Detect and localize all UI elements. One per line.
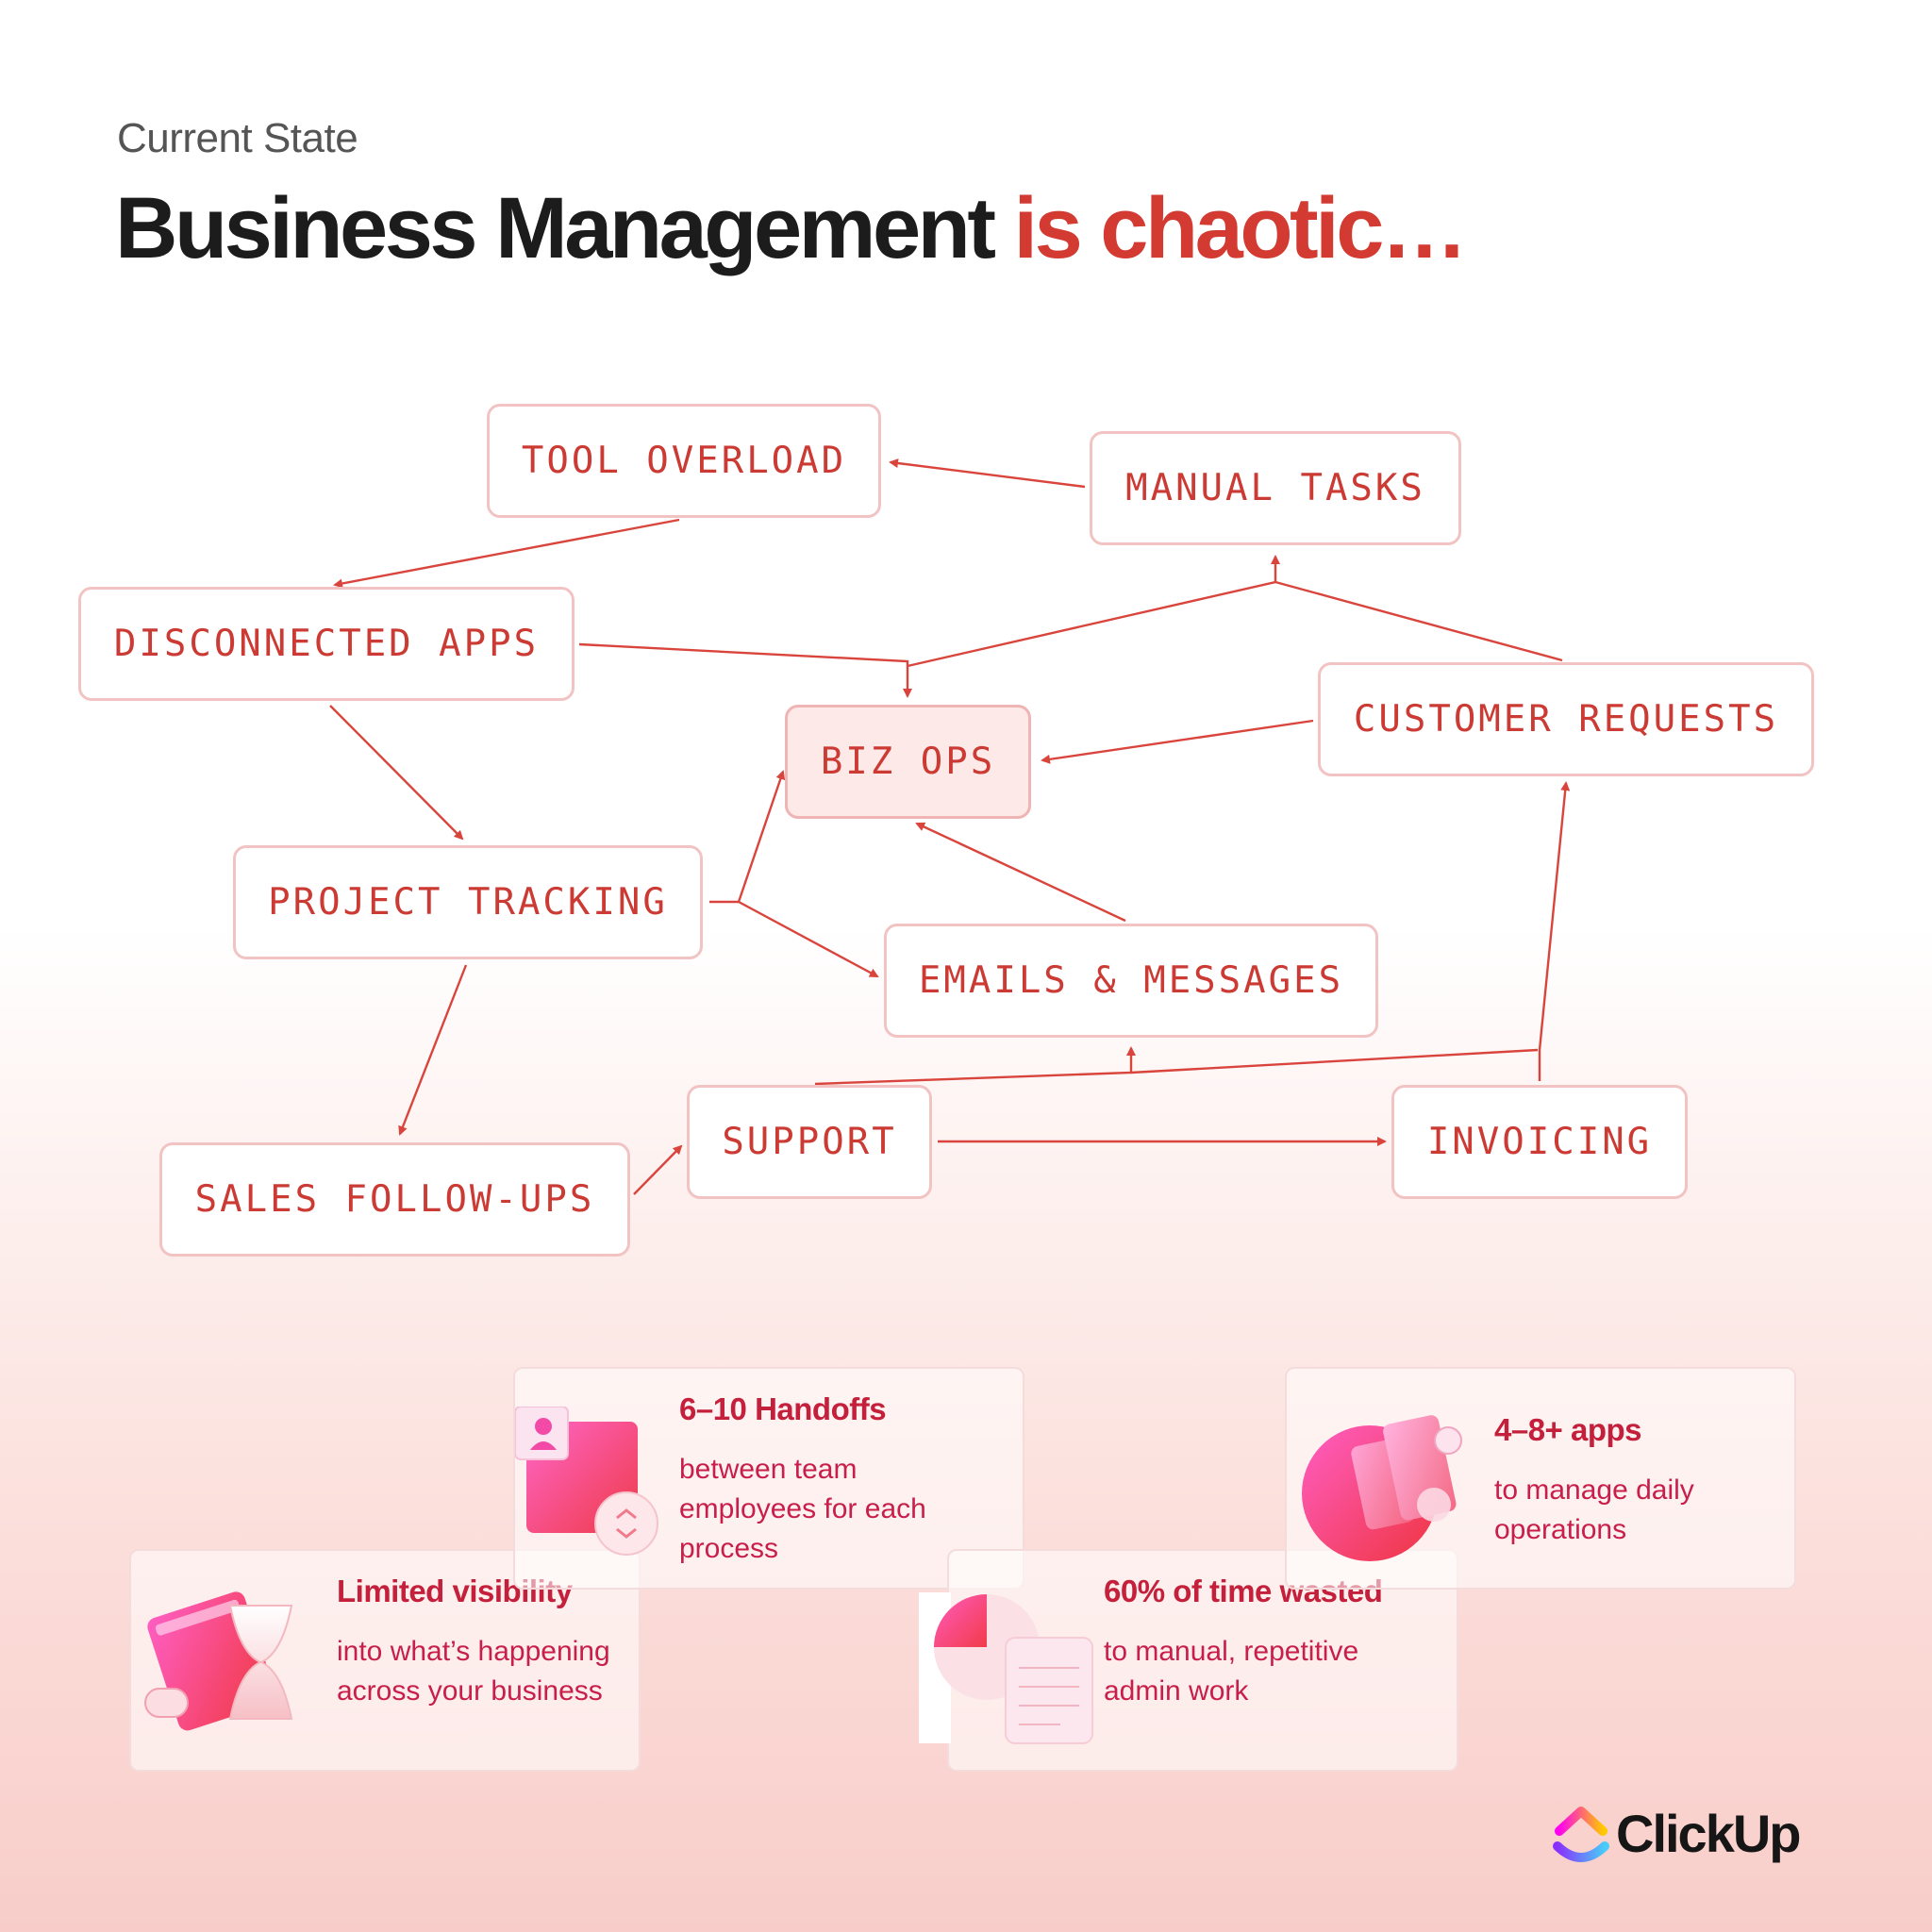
edge-bizops-to-manual <box>907 555 1280 668</box>
edge-project-to-sales <box>398 964 468 1136</box>
stat-desc-visibility: into what’s happening across your busine… <box>337 1636 610 1707</box>
stat-desc-time-wasted: to manual, repetitive admin work <box>1104 1636 1359 1707</box>
pie-document-illustration <box>919 1592 1093 1744</box>
title-accent: is chaotic… <box>1013 180 1468 276</box>
edge-customer-to-bizops <box>1041 719 1314 764</box>
apps-circle-illustration <box>1302 1415 1462 1561</box>
report-hourglass-illustration <box>144 1591 293 1731</box>
node-project-tracking: PROJECT TRACKING <box>233 845 703 959</box>
stat-desc-apps: to manage daily operations <box>1494 1474 1694 1545</box>
edge-customer-to-manual <box>1274 580 1563 662</box>
node-biz-ops: BIZ OPS <box>785 705 1031 819</box>
edge-sales-to-support <box>633 1144 683 1195</box>
edge-emails-to-bizops <box>915 822 1126 923</box>
page-title: Business Management is chaotic… <box>115 179 1468 278</box>
node-emails-messages: EMAILS & MESSAGES <box>884 924 1378 1038</box>
node-disconnected-apps: DISCONNECTED APPS <box>78 587 575 701</box>
edge-disconnected-to-project <box>329 705 464 841</box>
edge-invoicing-to-emails <box>1130 1048 1539 1074</box>
stat-title-apps: 4–8+ apps <box>1494 1412 1642 1447</box>
edge-support-to-emails <box>814 1046 1136 1086</box>
stat-card-handoffs: 6–10 Handoffs between team employees for… <box>513 1367 1024 1590</box>
stat-card-apps: 4–8+ apps to manage daily operations <box>1285 1367 1796 1590</box>
brand-name: ClickUp <box>1616 1804 1801 1863</box>
edge-project-to-bizops <box>709 770 786 904</box>
edge-project-to-emails <box>738 900 879 978</box>
title-main: Business Management <box>115 180 996 276</box>
clickup-logo: ClickUp <box>1552 1797 1807 1873</box>
edge-disconnected-to-bizops <box>578 642 912 698</box>
clickup-logo-icon <box>1553 1807 1609 1862</box>
stat-title-handoffs: 6–10 Handoffs <box>679 1391 887 1426</box>
node-manual-tasks: MANUAL TASKS <box>1090 431 1461 545</box>
handoff-illustration <box>515 1407 658 1556</box>
edge-invoicing-to-customer <box>1538 781 1571 1081</box>
edge-manual-to-tool <box>889 458 1086 489</box>
edge-tool-to-disconnected <box>333 518 680 589</box>
node-invoicing: INVOICING <box>1391 1085 1688 1199</box>
stat-desc-handoffs: between team employees for each process <box>679 1454 926 1564</box>
node-sales-follow-ups: SALES FOLLOW-UPS <box>159 1142 630 1257</box>
node-support: SUPPORT <box>687 1085 932 1199</box>
node-tool-overload: TOOL OVERLOAD <box>487 404 881 518</box>
section-label: Current State <box>117 115 358 161</box>
node-customer-requests: CUSTOMER REQUESTS <box>1318 662 1814 776</box>
